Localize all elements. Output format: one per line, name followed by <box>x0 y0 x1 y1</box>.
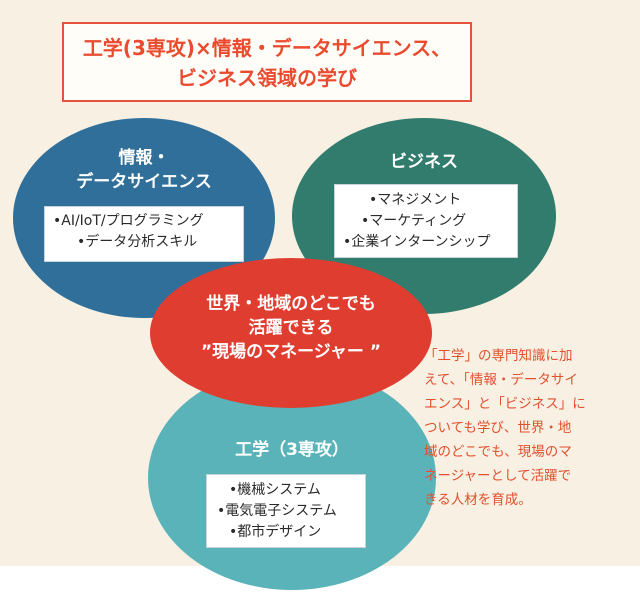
note-line: 「工学」の専門知識に加 <box>424 348 573 364</box>
info-item: •AI/IoT/プログラミング <box>53 213 204 229</box>
note-line: ついても学び、世界・地 <box>424 420 572 436</box>
business-item: •マネジメント <box>369 192 462 208</box>
note-line: えて、「情報・データサイ <box>424 372 578 388</box>
engineering-item: •電気電子システム <box>217 503 337 519</box>
business-heading: ビジネス <box>390 152 458 172</box>
center-text: 世界・地域のどこでも 活躍できる ”現場のマネージャー ” <box>150 292 432 364</box>
title-box: 工学(3専攻)×情報・データサイエンス、 ビジネス領域の学び <box>62 22 472 102</box>
engineering-item: •都市デザイン <box>229 524 322 540</box>
note-line: ネージャーとして活躍で <box>424 468 572 484</box>
engineering-item: •機械システム <box>229 482 321 498</box>
note-line: きる人材を育成。 <box>424 492 532 508</box>
description-note: 「工学」の専門知識に加 えて、「情報・データサイ エンス」と「ビジネス」に つい… <box>424 344 636 512</box>
engineering-items-box: •機械システム •電気電子システム •都市デザイン <box>206 474 366 548</box>
info-heading: 情報・ データサイエンス <box>13 146 275 194</box>
info-heading-line-2: データサイエンス <box>76 172 212 192</box>
info-items-box: •AI/IoT/プログラミング •データ分析スキル <box>44 206 244 262</box>
title-line-1: 工学(3専攻)×情報・データサイエンス、 <box>82 36 452 60</box>
engineering-heading: 工学（3専攻） <box>235 440 349 460</box>
center-line-1: 世界・地域のどこでも <box>206 294 376 314</box>
note-line: エンス」と「ビジネス」に <box>424 396 586 412</box>
info-heading-line-1: 情報・ <box>118 148 170 168</box>
center-line-2: 活躍できる <box>248 318 334 338</box>
title-line-2: ビジネス領域の学び <box>177 66 357 90</box>
business-item: •マーケティング <box>361 213 467 229</box>
business-item: •企業インターンシップ <box>343 234 491 250</box>
center-line-3: ”現場のマネージャー ” <box>200 342 382 362</box>
center-circle <box>150 258 432 408</box>
business-items-box: •マネジメント •マーケティング •企業インターンシップ <box>334 184 518 258</box>
note-line: 域のどこでも、現場のマ <box>424 444 572 460</box>
info-item: •データ分析スキル <box>77 234 198 250</box>
